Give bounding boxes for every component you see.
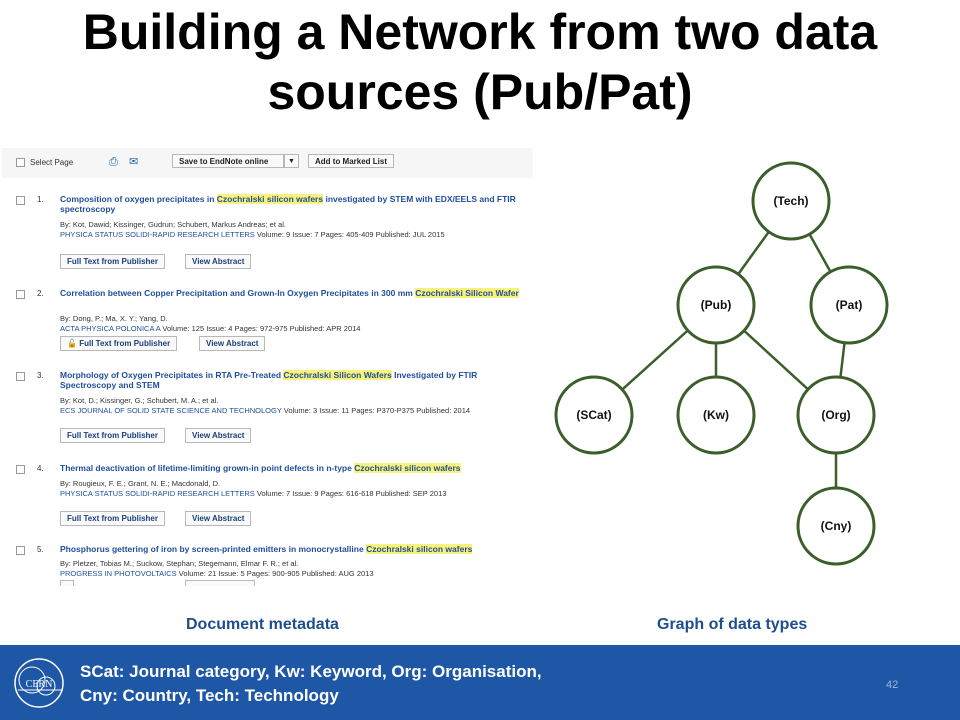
- record-journal[interactable]: PROGRESS IN PHOTOVOLTAICS: [60, 568, 177, 578]
- title-text: investigated by STEM with EDX/EELS and F…: [60, 194, 516, 214]
- node-pat: [809, 265, 889, 345]
- save-to-endnote-button[interactable]: Save to EndNote online: [172, 154, 284, 168]
- record-journal[interactable]: PHYSICA STATUS SOLIDI-RAPID RESEARCH LET…: [60, 488, 255, 498]
- chevron-down-icon[interactable]: ▼: [284, 154, 299, 168]
- view-abstract-button[interactable]: View Abstract: [185, 254, 252, 269]
- full-text-button-cut-off[interactable]: [60, 580, 74, 586]
- record-authors: By: Kot, D.; Kissinger, G.; Schubert, M.…: [60, 396, 219, 405]
- highlighted-term: Czochralski silicon wafers: [366, 544, 473, 554]
- record-checkbox[interactable]: [16, 372, 25, 381]
- footer-bar: CERN SCat: Journal category, Kw: Keyword…: [0, 645, 960, 720]
- highlighted-term: Czochralski Silicon Wafers: [283, 370, 392, 380]
- full-text-button[interactable]: Full Text from Publisher: [60, 254, 165, 269]
- page-number: 42: [886, 679, 899, 691]
- view-abstract-button-cut-off[interactable]: [185, 580, 255, 586]
- results-toolbar: Select Page ⎙ ✉ Save to EndNote online ▼…: [2, 148, 533, 178]
- record-number: 1.: [37, 195, 44, 204]
- legend-line-1: SCat: Journal category, Kw: Keyword, Org…: [80, 662, 542, 681]
- record-journal[interactable]: ACTA PHYSICA POLONICA A: [60, 323, 161, 333]
- email-icon[interactable]: ✉: [129, 156, 139, 168]
- record-number: 5.: [37, 545, 44, 554]
- record-authors: By: Pletzer, Tobias M.; Suckow, Stephan;…: [60, 559, 299, 568]
- record-checkbox[interactable]: [16, 196, 25, 205]
- record-details: Volume: 3 Issue: 11 Pages: P370-P375 Pub…: [281, 405, 471, 415]
- title-text: Morphology of Oxygen Precipitates in RTA…: [60, 370, 284, 380]
- caption-document-metadata: Document metadata: [186, 616, 339, 633]
- full-text-button[interactable]: 🔓 Full Text from Publisher: [60, 336, 178, 351]
- node-tech: [751, 161, 831, 241]
- record-title-link[interactable]: Phosphorus gettering of iron by screen-p…: [60, 544, 530, 554]
- legend-text: SCat: Journal category, Kw: Keyword, Org…: [80, 660, 542, 708]
- slide-title-line-1: Building a Network from two data: [82, 4, 878, 60]
- caption-graph-of-data-types: Graph of data types: [657, 616, 808, 633]
- record-details: Volume: 125 Issue: 4 Pages: 972-975 Publ…: [160, 323, 361, 333]
- view-abstract-button[interactable]: View Abstract: [185, 428, 252, 443]
- node-label-cny: (Cny): [821, 519, 852, 533]
- node-label-tech: (Tech): [773, 194, 808, 208]
- full-text-button[interactable]: Full Text from Publisher: [60, 428, 165, 443]
- node-label-pub: (Pub): [701, 298, 732, 312]
- title-text: Correlation between Copper Precipitation…: [60, 288, 416, 298]
- logo-text: CERN: [26, 679, 53, 690]
- record-metadata: By: Pletzer, Tobias M.; Suckow, Stephan;…: [60, 559, 530, 578]
- record-authors: By: Rougieux, F. E.; Grant, N. E.; Macdo…: [60, 479, 221, 488]
- record-journal[interactable]: PHYSICA STATUS SOLIDI-RAPID RESEARCH LET…: [60, 229, 255, 239]
- node-cny: [796, 486, 876, 566]
- title-text: Investigated by FTIR Spectroscopy and ST…: [60, 370, 478, 390]
- node-org: [796, 375, 876, 455]
- record-metadata: By: Kot, Dawid; Kissinger, Gudrun; Schub…: [60, 220, 530, 239]
- node-kw: [676, 375, 756, 455]
- record-number: 3.: [37, 371, 44, 380]
- slide-title: Building a Network from two data sources…: [0, 0, 960, 122]
- title-text: Phosphorus gettering of iron by screen-p…: [60, 544, 367, 554]
- node-label-kw: (Kw): [703, 408, 729, 422]
- record-title-link[interactable]: Morphology of Oxygen Precipitates in RTA…: [60, 370, 530, 390]
- full-text-label: Full Text from Publisher: [79, 339, 171, 348]
- record-journal[interactable]: ECS JOURNAL OF SOLID STATE SCIENCE AND T…: [60, 405, 282, 415]
- record-checkbox[interactable]: [16, 546, 25, 555]
- node-scat: [554, 375, 634, 455]
- record-metadata: By: Kot, D.; Kissinger, G.; Schubert, M.…: [60, 396, 530, 415]
- title-text: Composition of oxygen precipitates in: [60, 194, 217, 204]
- legend-line-2: Cny: Country, Tech: Technology: [80, 686, 339, 705]
- node-pub: [676, 265, 756, 345]
- record-title-link[interactable]: Correlation between Copper Precipitation…: [60, 288, 530, 298]
- node-label-scat: (SCat): [576, 408, 611, 422]
- select-page-label: Select Page: [30, 158, 74, 167]
- record-authors: By: Kot, Dawid; Kissinger, Gudrun; Schub…: [60, 220, 286, 229]
- highlighted-term: Czochralski silicon wafers: [216, 194, 324, 204]
- add-to-marked-list-button[interactable]: Add to Marked List: [308, 154, 395, 168]
- node-label-pat: (Pat): [836, 298, 863, 312]
- cern-logo: CERN: [14, 658, 64, 708]
- record-authors: By: Dong, P.; Ma, X. Y.; Yang, D.: [60, 314, 168, 323]
- select-page-checkbox[interactable]: [16, 158, 25, 167]
- search-results-screenshot: Select Page ⎙ ✉ Save to EndNote online ▼…: [2, 146, 533, 586]
- record-number: 4.: [37, 464, 44, 473]
- record-title-link[interactable]: Composition of oxygen precipitates in Cz…: [60, 194, 530, 214]
- record-metadata: By: Rougieux, F. E.; Grant, N. E.; Macdo…: [60, 479, 530, 498]
- print-icon[interactable]: ⎙: [109, 156, 118, 168]
- slide-title-line-2: sources (Pub/Pat): [267, 64, 693, 120]
- open-access-lock-icon: 🔓: [67, 339, 77, 348]
- record-details: Volume: 21 Issue: 5 Pages: 900-905 Publi…: [176, 568, 374, 578]
- record-checkbox[interactable]: [16, 465, 25, 474]
- record-details: Volume: 9 Issue: 7 Pages: 405-409 Publis…: [254, 229, 445, 239]
- title-text: Thermal deactivation of lifetime-limitin…: [60, 463, 355, 473]
- view-abstract-button[interactable]: View Abstract: [185, 511, 252, 526]
- node-label-org: (Org): [821, 408, 850, 422]
- record-details: Volume: 7 Issue: 9 Pages: 616-618 Publis…: [254, 488, 447, 498]
- record-metadata: By: Dong, P.; Ma, X. Y.; Yang, D. ACTA P…: [60, 314, 530, 333]
- highlighted-term: Czochralski Silicon Wafer: [415, 288, 519, 298]
- view-abstract-button[interactable]: View Abstract: [199, 336, 266, 351]
- record-checkbox[interactable]: [16, 290, 25, 299]
- record-number: 2.: [37, 289, 44, 298]
- full-text-button[interactable]: Full Text from Publisher: [60, 511, 165, 526]
- highlighted-term: Czochralski silicon wafers: [354, 463, 461, 473]
- record-title-link[interactable]: Thermal deactivation of lifetime-limitin…: [60, 463, 530, 473]
